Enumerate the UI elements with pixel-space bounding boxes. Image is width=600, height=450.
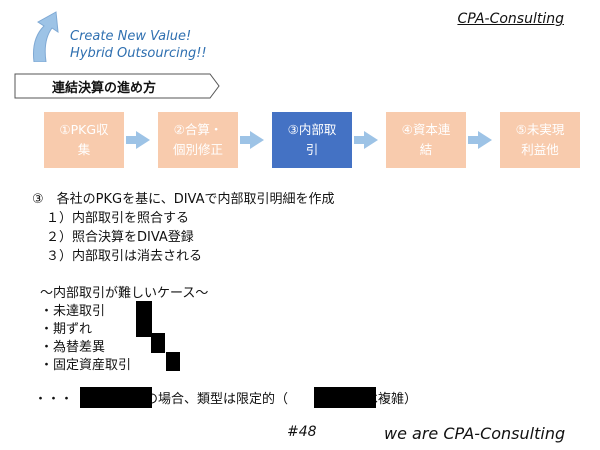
description-item-3: ３）内部取引は消去される bbox=[46, 249, 203, 264]
brand-name: CPA-Consulting bbox=[457, 11, 564, 27]
difficult-cases: ～内部取引が難しいケース～ ・未達取引 ・期ずれ ・為替差異 ・固定資産取引 bbox=[40, 285, 208, 375]
tagline: Create New Value! Hybrid Outsourcing!! bbox=[70, 28, 207, 62]
step-description: ③ 各社のPKGを基に、DIVAで内部取引明細を作成 １）内部取引を照合する ２… bbox=[32, 190, 335, 266]
redaction-block-3 bbox=[166, 352, 180, 371]
step-2-consolidation: ②合算・ 個別修正 bbox=[158, 112, 238, 168]
step-arrow-2-icon bbox=[240, 131, 264, 149]
section-title-frame bbox=[14, 73, 220, 99]
bottom-prefix: ・・・ bbox=[34, 392, 74, 407]
case-item-3: ・為替差異 bbox=[40, 340, 106, 355]
case-item-1: ・未達取引 bbox=[40, 304, 106, 319]
cases-title: ～内部取引が難しいケース～ bbox=[40, 286, 209, 301]
step-arrow-1-icon bbox=[126, 131, 150, 149]
footer-slogan: we are CPA-Consulting bbox=[384, 424, 566, 443]
description-item-1: １）内部取引を照合する bbox=[46, 211, 190, 226]
step-4-capital: ④資本連 結 bbox=[386, 112, 466, 168]
step-5-unrealized: ⑤未実現 利益他 bbox=[500, 112, 580, 168]
step-arrow-4-icon bbox=[468, 131, 492, 149]
case-item-2: ・期ずれ bbox=[40, 322, 93, 337]
case-item-4: ・固定資産取引 bbox=[40, 358, 132, 373]
up-arrow-logo-icon bbox=[33, 11, 59, 62]
redaction-block-2 bbox=[151, 333, 165, 353]
step-arrow-3-icon bbox=[354, 131, 378, 149]
bottom-middle: の場合、類型は限定的（ bbox=[145, 392, 289, 407]
step-1-pkg-collection: ①PKG収 集 bbox=[44, 112, 124, 168]
redaction-block-4 bbox=[80, 387, 152, 408]
description-heading: ③ 各社のPKGを基に、DIVAで内部取引明細を作成 bbox=[32, 192, 335, 207]
redaction-block-5 bbox=[314, 387, 376, 408]
tagline-line-1: Create New Value! bbox=[70, 29, 192, 44]
tagline-line-2: Hybrid Outsourcing!! bbox=[70, 46, 207, 61]
section-title-text: 連結決算の進め方 bbox=[52, 81, 157, 96]
section-title: 連結決算の進め方 bbox=[14, 73, 220, 99]
redaction-block-1 bbox=[136, 301, 152, 337]
page-number: #48 bbox=[287, 424, 317, 440]
description-item-2: ２）照合決算をDIVA登録 bbox=[46, 230, 194, 245]
step-3-intercompany: ③内部取 引 bbox=[272, 112, 352, 168]
